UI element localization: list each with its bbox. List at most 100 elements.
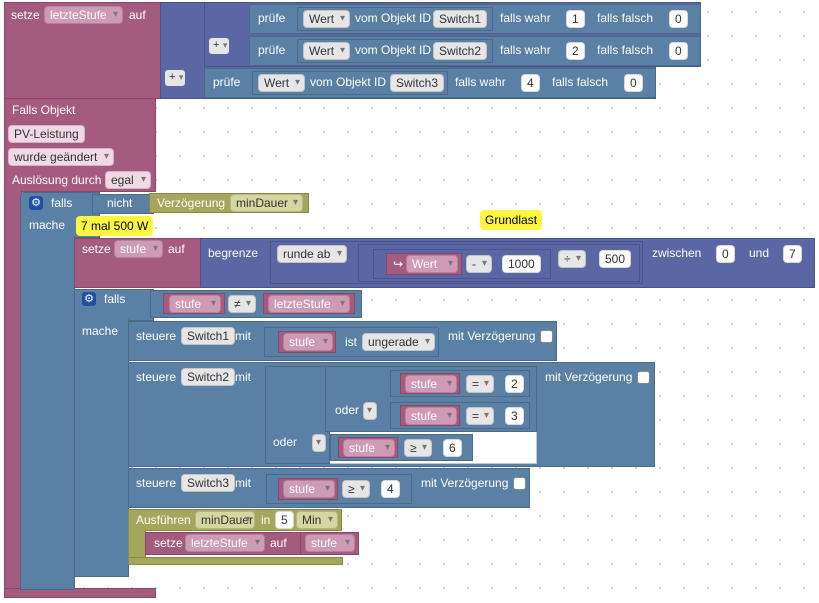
- check3-wahr-value[interactable]: 4: [521, 74, 540, 92]
- sw1-var-dropdown[interactable]: stufe: [283, 333, 333, 351]
- falls-objekt-label: Falls Objekt: [12, 103, 76, 117]
- timer-left-rail: [128, 529, 146, 559]
- timer-unit-dropdown[interactable]: Min: [296, 511, 338, 529]
- compare-right-dropdown[interactable]: letzteStufe: [268, 295, 350, 313]
- timer-amount[interactable]: 5: [275, 511, 294, 529]
- check1-wahr-value[interactable]: 1: [566, 10, 585, 28]
- divide-value[interactable]: 500: [599, 250, 632, 268]
- min-value[interactable]: 0: [716, 245, 735, 263]
- trigger-condition-dropdown[interactable]: wurde geändert: [8, 148, 114, 166]
- sw2-cond2-op[interactable]: =: [466, 407, 494, 425]
- inner-setze: setze: [154, 536, 183, 550]
- comment-7mal500[interactable]: 7 mal 500 W: [76, 216, 154, 236]
- sw3-id-field[interactable]: Switch3: [181, 474, 236, 492]
- sw3-val[interactable]: 4: [381, 480, 400, 498]
- check2-wahr-value[interactable]: 2: [566, 42, 585, 60]
- sw2-oder-outer: oder: [273, 435, 298, 449]
- if2-falls-label: falls: [104, 292, 126, 306]
- set-stufe-setze: setze: [82, 242, 111, 256]
- wert-input-icon: ↪: [393, 257, 404, 271]
- zwischen-label: zwischen: [652, 246, 702, 260]
- sw2-delay-checkbox[interactable]: [637, 371, 650, 384]
- sw2-cond2-val[interactable]: 3: [505, 407, 524, 425]
- sw2-cond3-op[interactable]: ≥: [404, 439, 432, 457]
- minus-op-dropdown[interactable]: -: [466, 255, 492, 273]
- wert-dropdown[interactable]: Wert: [406, 255, 458, 273]
- if2-mache-label: mache: [82, 324, 119, 338]
- if1-left-rail: [20, 236, 75, 590]
- sw1-mit: mit: [235, 329, 251, 343]
- sw1-delay-checkbox[interactable]: [540, 330, 553, 343]
- check1-falls-falsch: falls falsch: [597, 11, 654, 25]
- check1-falls-wahr: falls wahr: [500, 11, 551, 25]
- check1-pruefe: prüfe: [258, 11, 286, 25]
- auf-label: auf: [129, 8, 146, 22]
- sw2-steuere: steuere: [136, 370, 177, 384]
- verzoegerung-var-dropdown[interactable]: minDauer: [230, 194, 303, 212]
- timer-var-dropdown[interactable]: minDauer: [195, 511, 255, 529]
- set-stufe-auf: auf: [168, 242, 185, 256]
- runde-dropdown[interactable]: runde ab: [277, 245, 347, 263]
- max-value[interactable]: 7: [783, 245, 802, 263]
- sw3-op[interactable]: ≥: [342, 480, 370, 498]
- sw1-prop-dropdown[interactable]: ungerade: [362, 333, 435, 351]
- comment-grundlast[interactable]: Grundlast: [480, 210, 543, 230]
- check3-id-field[interactable]: Switch3: [390, 74, 445, 92]
- sw2-oder-inner-dropdown[interactable]: [363, 402, 377, 420]
- if1-falls-label: falls: [51, 196, 73, 210]
- sw2-cond1-val[interactable]: 2: [505, 375, 524, 393]
- sw3-delay-label: mit Verzögerung: [421, 476, 509, 490]
- inner-value-dropdown[interactable]: stufe: [305, 534, 355, 552]
- check1-vom-label: vom Objekt ID: [355, 11, 432, 25]
- sw2-oder-outer-dropdown[interactable]: [312, 434, 326, 452]
- sw2-cond3-var-dropdown[interactable]: stufe: [343, 439, 395, 457]
- compare-op-dropdown[interactable]: ≠: [228, 295, 256, 313]
- trigger-object-field[interactable]: PV-Leistung: [8, 125, 85, 143]
- und-label: und: [749, 246, 770, 260]
- check3-vom-label: vom Objekt ID: [310, 75, 387, 89]
- begrenze-label: begrenze: [208, 246, 259, 260]
- sw3-var-dropdown[interactable]: stufe: [283, 480, 335, 498]
- divide-op-dropdown[interactable]: ÷: [558, 250, 586, 268]
- sw2-cond2-var-dropdown[interactable]: stufe: [405, 407, 457, 425]
- check3-pruefe: prüfe: [213, 75, 241, 89]
- if2-gear-icon[interactable]: ⚙: [82, 292, 96, 306]
- plus-mutator-2[interactable]: +: [209, 38, 230, 54]
- sw2-cond3-val[interactable]: 6: [443, 439, 462, 457]
- check3-falls-wahr: falls wahr: [455, 75, 506, 89]
- sw2-id-field[interactable]: Switch2: [181, 368, 236, 386]
- plus-mutator-1[interactable]: +: [165, 70, 186, 86]
- var-letztestufe-dropdown[interactable]: letzteStufe: [44, 6, 123, 24]
- sw2-cond1-var-dropdown[interactable]: stufe: [405, 375, 457, 393]
- sw1-steuere: steuere: [136, 329, 177, 343]
- if1-gear-icon[interactable]: ⚙: [29, 196, 43, 210]
- check1-wert-dropdown[interactable]: Wert: [303, 10, 350, 28]
- check3-falls-falsch: falls falsch: [552, 75, 609, 89]
- sw1-ist: ist: [345, 335, 357, 349]
- sw1-id-field[interactable]: Switch1: [181, 327, 236, 345]
- check3-falsch-value[interactable]: 0: [624, 74, 643, 92]
- sw3-delay-checkbox[interactable]: [513, 477, 526, 490]
- ausloesung-dropdown[interactable]: egal: [105, 171, 151, 189]
- minus-value[interactable]: 1000: [502, 255, 541, 273]
- check2-falls-wahr: falls wahr: [500, 43, 551, 57]
- check2-falls-falsch: falls falsch: [597, 43, 654, 57]
- sw2-cond1-op[interactable]: =: [466, 375, 494, 393]
- timer-bottom: [128, 557, 343, 565]
- check2-wert-dropdown[interactable]: Wert: [303, 42, 350, 60]
- timer-ausfuehren: Ausführen: [136, 513, 191, 527]
- check2-id-field[interactable]: Switch2: [433, 42, 488, 60]
- compare-left-dropdown[interactable]: stufe: [169, 295, 221, 313]
- inner-auf: auf: [270, 536, 287, 550]
- check1-falsch-value[interactable]: 0: [669, 10, 688, 28]
- inner-var-dropdown[interactable]: letzteStufe: [185, 534, 265, 552]
- sw2-delay-label: mit Verzögerung: [545, 370, 633, 384]
- set-stufe-var-dropdown[interactable]: stufe: [114, 240, 163, 258]
- check2-falsch-value[interactable]: 0: [669, 42, 688, 60]
- check2-vom-label: vom Objekt ID: [355, 43, 432, 57]
- check3-wert-dropdown[interactable]: Wert: [258, 74, 305, 92]
- sw2-oder-inner: oder: [335, 403, 360, 417]
- sw3-mit: mit: [235, 476, 251, 490]
- if2-left-rail: [74, 319, 129, 577]
- check1-id-field[interactable]: Switch1: [433, 10, 488, 28]
